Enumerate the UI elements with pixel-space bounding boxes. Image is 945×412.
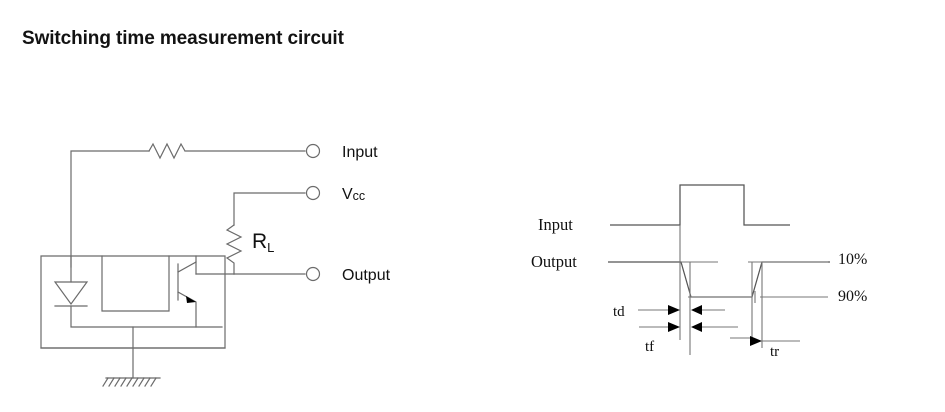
timing-label-tf: tf — [645, 339, 654, 355]
terminal-input[interactable]: Input — [305, 143, 379, 161]
terminal-output-label: Output — [342, 267, 391, 284]
load-resistor-label: RL — [252, 230, 274, 255]
terminal-input-node[interactable] — [305, 143, 321, 159]
waveform-diagram: Input Output td — [531, 184, 867, 360]
level-label-90-percent: 90% — [838, 288, 867, 305]
terminal-output[interactable]: Output — [305, 266, 391, 284]
terminal-output-node[interactable] — [305, 266, 321, 282]
timing-dimension-tf: tf — [639, 322, 738, 355]
phototransistor — [177, 255, 197, 328]
series-resistor — [148, 142, 186, 160]
level-label-10-percent: 10% — [838, 251, 867, 268]
terminal-vcc-node[interactable] — [305, 185, 321, 201]
load-resistor — [225, 224, 243, 275]
waveform-input-trace — [610, 184, 790, 226]
led-diode — [53, 255, 223, 328]
terminal-input-label: Input — [342, 144, 378, 161]
waveform-label-output: Output — [531, 252, 577, 271]
terminal-vcc[interactable]: Vcc — [305, 185, 366, 203]
timing-dimension-td: td — [613, 304, 725, 320]
timing-dimension-tr: tr — [730, 336, 800, 360]
vcc-wire — [233, 192, 306, 226]
waveform-output-trace — [608, 261, 830, 298]
circuit-diagram: RL — [40, 142, 391, 387]
ground-icon — [102, 377, 161, 387]
input-wire — [70, 150, 306, 268]
waveform-guide-lines — [679, 225, 763, 355]
timing-label-tr: tr — [770, 344, 779, 360]
reference-line-90-percent — [688, 291, 828, 303]
page-title: Switching time measurement circuit — [22, 28, 344, 49]
ground-bus — [40, 326, 226, 379]
timing-label-td: td — [613, 304, 625, 320]
terminal-vcc-label: Vcc — [342, 186, 365, 203]
waveform-label-input: Input — [538, 215, 573, 234]
isolation-barrier — [101, 255, 170, 312]
